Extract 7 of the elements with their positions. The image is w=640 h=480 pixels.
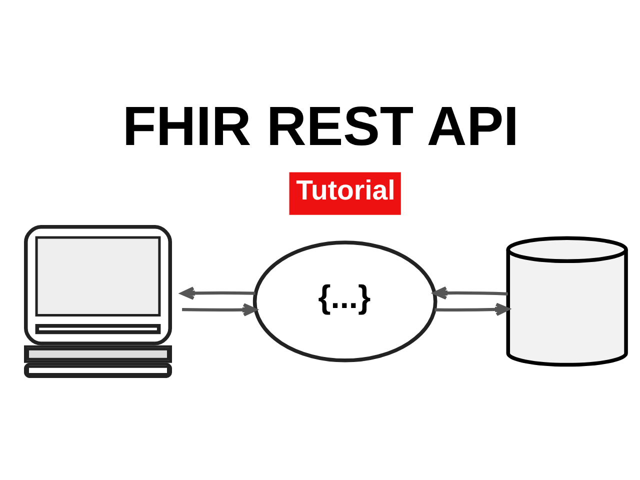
arrow: [434, 302, 510, 316]
arrow: [182, 303, 257, 316]
label: Tutorial: [296, 174, 396, 206]
arrow: [180, 286, 256, 300]
node-ellipse: {...}: [252, 240, 438, 362]
diagram-title: FHIR REST API: [122, 94, 519, 157]
arrow: [433, 286, 508, 300]
